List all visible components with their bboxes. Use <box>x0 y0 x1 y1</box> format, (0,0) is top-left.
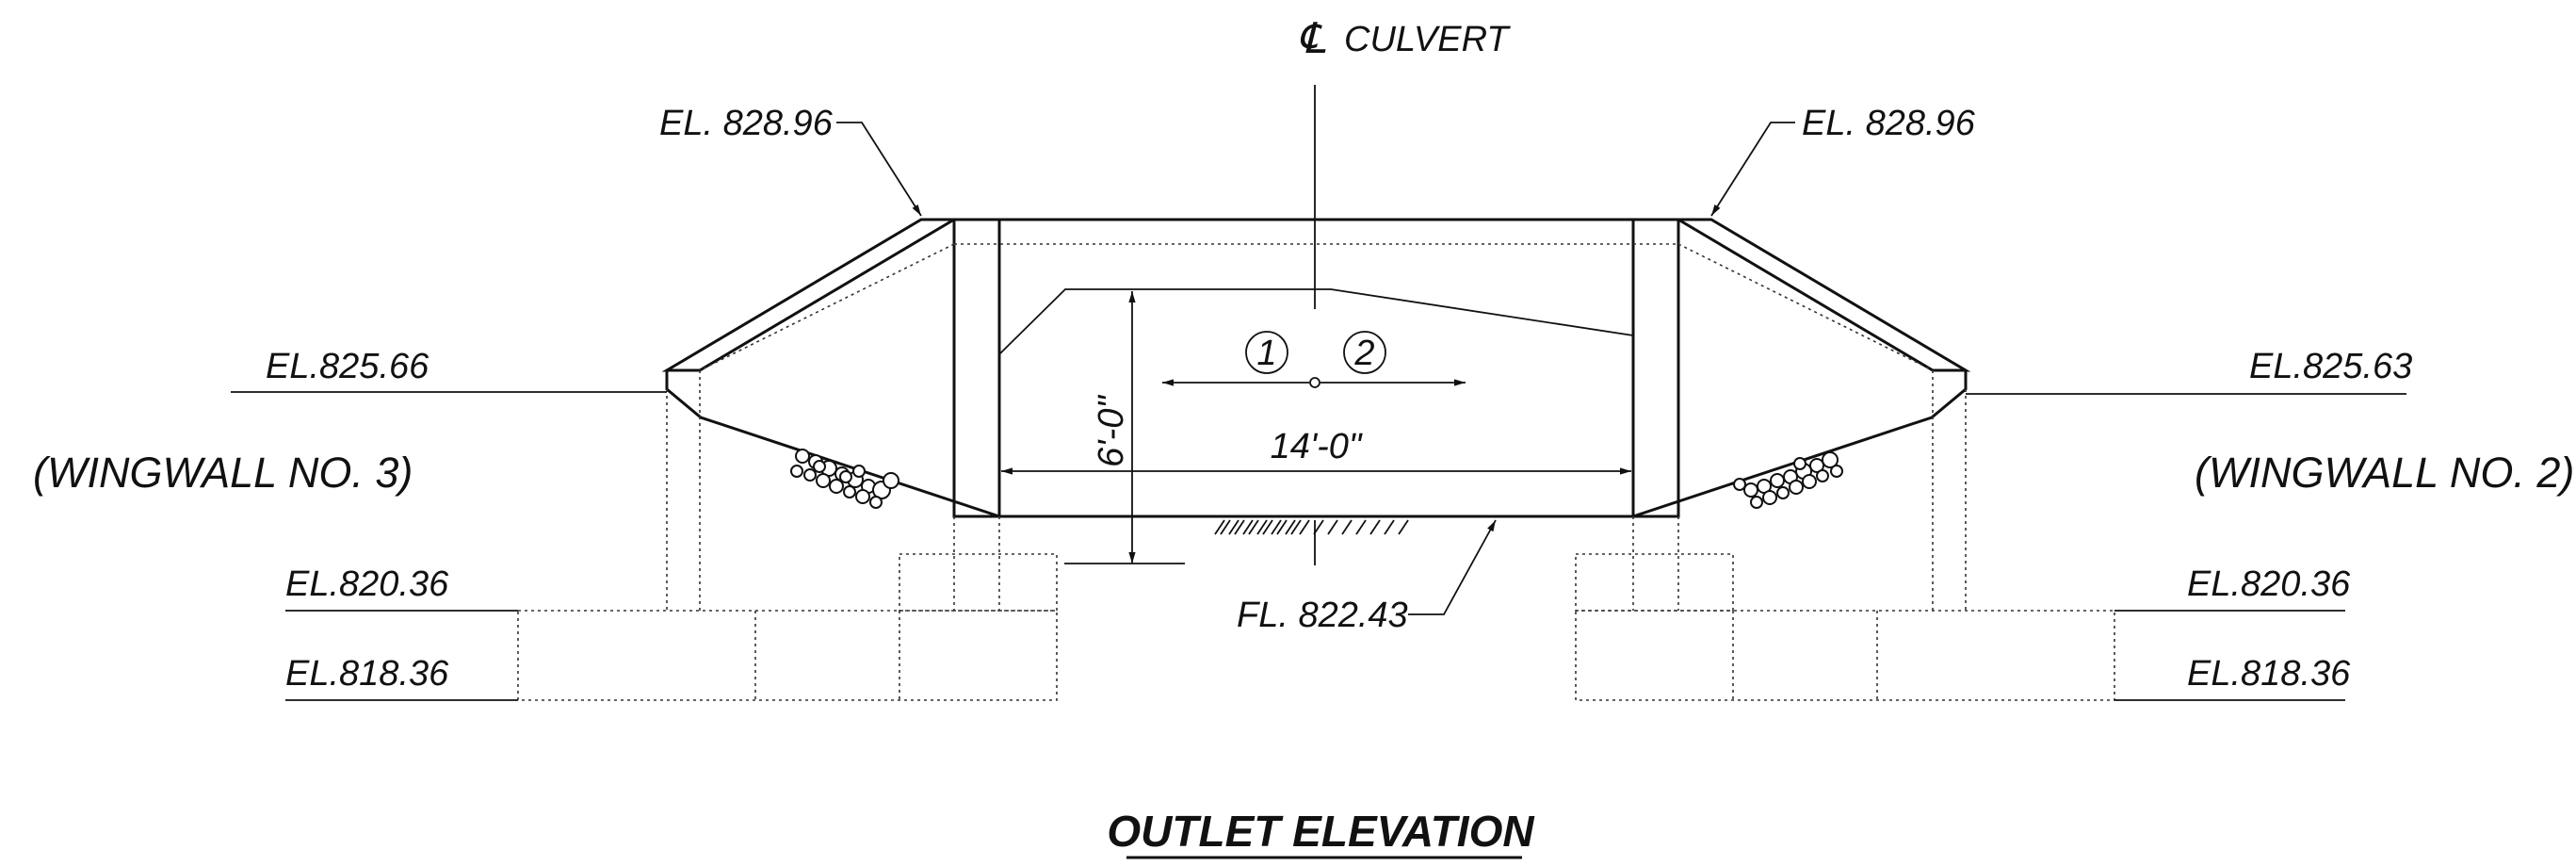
footing-left <box>517 553 1058 701</box>
elevation-mid-left-callout: EL.825.66 <box>231 347 667 393</box>
wingwall-left-top <box>661 218 960 372</box>
dimension-width: 14'-0" <box>1001 427 1631 475</box>
section-marker-1 <box>1245 331 1288 374</box>
visible-back-edge <box>998 288 1634 355</box>
footing-right <box>1575 553 2115 701</box>
wingwall-left-label: (WINGWALL NO. 3) <box>33 449 413 497</box>
wingwall-left-hidden <box>699 243 955 371</box>
riprap-right <box>1733 451 1843 509</box>
flowline-callout: FL. 822.43 <box>1237 519 1497 635</box>
dimension-width-label: 14'-0" <box>1271 427 1363 466</box>
elevation-flowline: FL. 822.43 <box>1237 596 1408 635</box>
dimension-height: 6'-0" <box>1064 291 1185 564</box>
footing-top-left-callout: EL.820.36 <box>285 564 518 612</box>
elevation-top-right: EL. 828.96 <box>1802 104 1976 143</box>
elevation-top-right-callout: EL. 828.96 <box>1710 104 1976 217</box>
elevation-mid-right: EL.825.63 <box>2249 347 2412 386</box>
footing-bottom-left-callout: EL.818.36 <box>285 654 518 701</box>
centerline-label: CULVERT <box>1344 20 1511 59</box>
dimension-height-label: 6'-0" <box>1092 395 1131 467</box>
elevation-mid-left: EL.825.66 <box>266 347 429 386</box>
elevation-top-left-callout: EL. 828.96 <box>659 104 922 217</box>
wingwall-right-face <box>1632 370 1968 518</box>
wingwall-left-face <box>665 370 1000 518</box>
section-marker-2-label: 2 <box>1353 334 1374 373</box>
elevation-mid-right-callout: EL.825.63 <box>1966 347 2412 395</box>
footing-bottom-right-callout: EL.818.36 <box>2114 654 2351 701</box>
elevation-footing-top-right: EL.820.36 <box>2187 564 2351 604</box>
elevation-top-left: EL. 828.96 <box>659 104 834 143</box>
riprap-left <box>790 449 899 509</box>
centerline-callout: ℄ CULVERT <box>1298 14 1511 565</box>
wingwall-right <box>1632 218 1971 611</box>
wingwall-left <box>661 218 1000 611</box>
key-right <box>1575 553 1734 612</box>
culvert-box <box>952 218 1680 535</box>
centerline-symbol: ℄ <box>1298 14 1326 62</box>
drawing-title: OUTLET ELEVATION <box>1107 807 1534 859</box>
section-markers: 1 2 <box>1162 331 1466 388</box>
key-left <box>899 553 1058 612</box>
elevation-footing-bottom-left: EL.818.36 <box>285 654 449 694</box>
section-marker-2 <box>1343 331 1386 374</box>
wingwall-right-top <box>1673 218 1971 372</box>
wingwall-right-hidden <box>1677 243 1934 371</box>
section-marker-1-label: 1 <box>1256 334 1276 373</box>
drawing-title-text: OUTLET ELEVATION <box>1107 807 1534 856</box>
wingwall-right-label: (WINGWALL NO. 2) <box>2195 449 2574 497</box>
elevation-footing-bottom-right: EL.818.36 <box>2187 654 2351 694</box>
streambed-hatch <box>1214 519 1409 535</box>
box-outline <box>952 218 1680 518</box>
footing-top-right-callout: EL.820.36 <box>2114 564 2351 612</box>
elevation-footing-top-left: EL.820.36 <box>285 564 449 604</box>
